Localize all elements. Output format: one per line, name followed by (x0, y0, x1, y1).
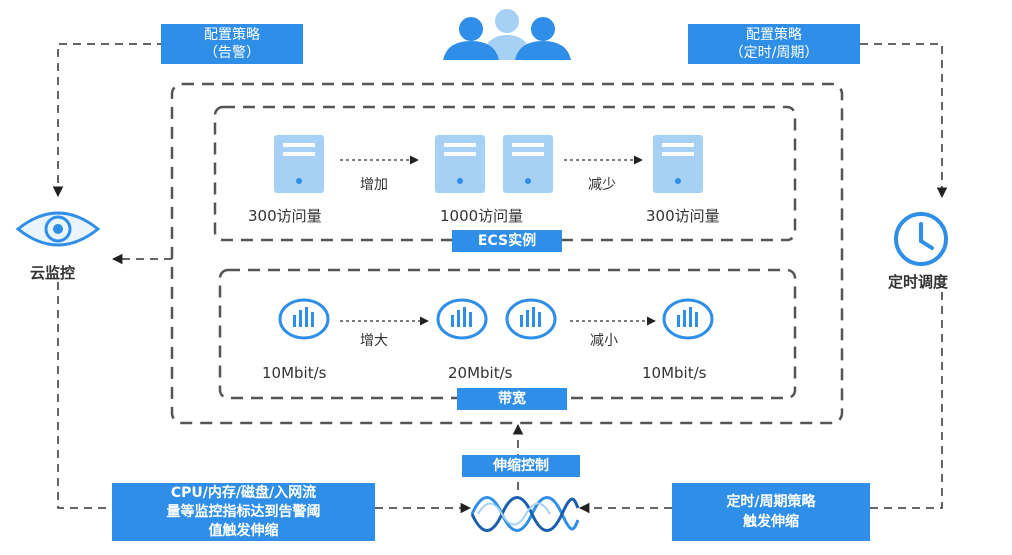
bandwidth-decrease-label: 减小 (590, 333, 618, 349)
schedule-trigger-box: 定时/周期策略触发伸缩 (672, 483, 870, 541)
server-icon (435, 135, 485, 193)
connector-top-left (52, 43, 165, 198)
bandwidth-middle-value: 20Mbit/s (448, 364, 513, 382)
bandwidth-increase-label: 增大 (360, 333, 388, 349)
clock-icon (894, 212, 948, 266)
ecs-right-value: 300访问量 (646, 207, 720, 225)
server-icon (274, 135, 324, 193)
server-icon (653, 135, 703, 193)
bandwidth-tag: 带宽 (457, 388, 567, 410)
alarm-trigger-box: CPU/内存/磁盘/入网流量等监控指标达到告警阈值触发伸缩 (112, 483, 375, 541)
bandwidth-icon (505, 298, 557, 340)
eye-icon (15, 211, 101, 247)
connector-scheduler-down (870, 292, 943, 509)
helix-icon (470, 496, 580, 532)
cloud-monitor-label: 云监控 (30, 264, 76, 282)
bandwidth-icon (662, 298, 714, 340)
server-icon (503, 135, 553, 193)
ecs-left-value: 300访问量 (248, 207, 322, 225)
ecs-instance-tag: ECS实例 (452, 230, 562, 252)
scheduler-label: 定时调度 (888, 273, 949, 291)
ecs-decrease-label: 减少 (588, 177, 616, 193)
ecs-middle-value: 1000访问量 (440, 207, 524, 225)
schedule-policy-box: 配置策略（定时/周期） (688, 24, 860, 64)
bandwidth-group-border (218, 268, 797, 400)
outer-container (170, 82, 844, 425)
ecs-increase-label: 增加 (360, 177, 388, 193)
connector-top-right (860, 43, 948, 199)
connector-monitor-down (57, 282, 112, 509)
scaling-control-label: 伸缩控制 (462, 455, 580, 477)
bandwidth-icon (436, 298, 488, 340)
bandwidth-icon (278, 298, 330, 340)
users-icon (443, 9, 571, 60)
alarm-policy-box: 配置策略（告警） (161, 24, 303, 64)
bandwidth-left-value: 10Mbit/s (262, 364, 327, 382)
bandwidth-right-value: 10Mbit/s (642, 364, 707, 382)
